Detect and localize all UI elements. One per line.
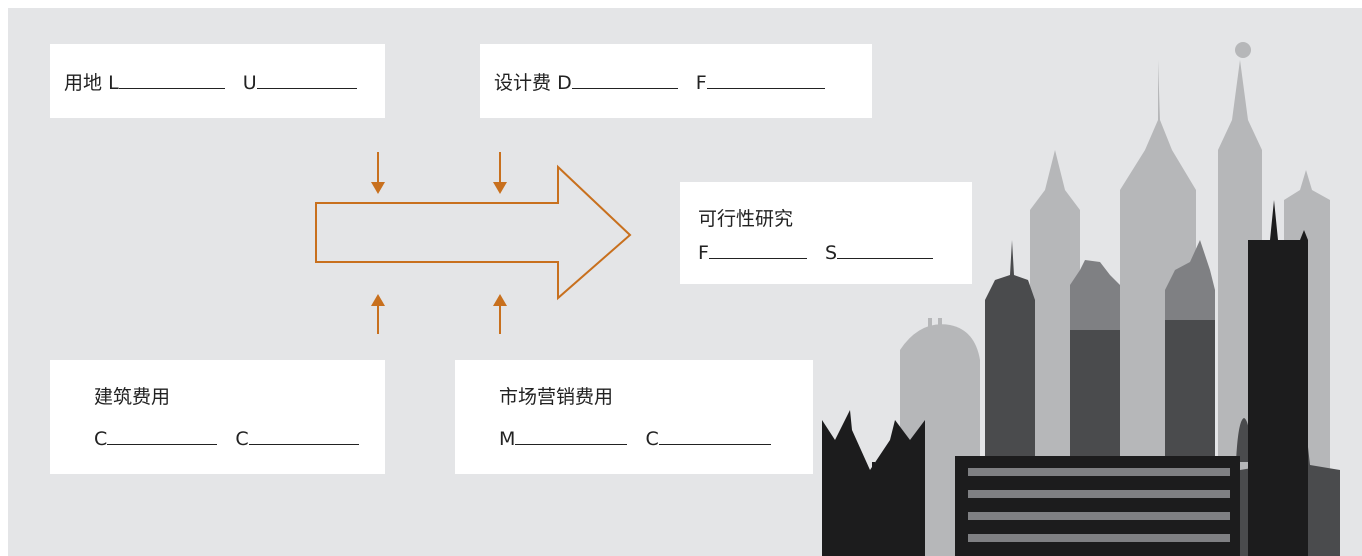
construction-title: 建筑费用: [94, 386, 171, 408]
marketing-blank-2[interactable]: [658, 426, 771, 445]
land-label-1: L: [108, 72, 119, 94]
feasibility-title: 可行性研究: [698, 208, 794, 230]
design-label-1: D: [557, 72, 572, 94]
marketing-title: 市场营销费用: [499, 386, 614, 408]
land-blank-2[interactable]: [256, 70, 357, 89]
marketing-label-1: M: [499, 428, 516, 450]
construction-label-2: C: [235, 428, 249, 450]
land-blank-1[interactable]: [118, 70, 225, 89]
land-card: 用地 L U: [50, 44, 385, 118]
down-arrow-icon: [371, 152, 507, 194]
construction-card: 建筑费用 C C: [50, 360, 385, 474]
feasibility-label-1: F: [698, 242, 709, 264]
construction-label-1: C: [94, 428, 108, 450]
feasibility-blank-1[interactable]: [708, 240, 807, 259]
feasibility-blank-2[interactable]: [837, 240, 934, 259]
design-label-2: F: [695, 72, 707, 94]
marketing-blank-1[interactable]: [515, 426, 628, 445]
construction-blank-1[interactable]: [107, 426, 218, 445]
marketing-card: 市场营销费用 M C: [455, 360, 813, 474]
up-arrow-icon: [371, 294, 507, 334]
marketing-label-2: C: [645, 428, 659, 450]
feasibility-card: 可行性研究 F S: [680, 182, 972, 284]
design-blank-1[interactable]: [571, 70, 678, 89]
design-blank-2[interactable]: [706, 70, 825, 89]
feasibility-label-2: S: [825, 242, 838, 264]
big-arrow-outline-icon: [315, 164, 632, 301]
design-title: 设计费: [494, 72, 552, 94]
parking-structure: [968, 468, 1230, 542]
design-card: 设计费 D F: [480, 44, 872, 118]
land-label-2: U: [242, 72, 257, 94]
land-title: 用地: [64, 72, 103, 94]
construction-blank-2[interactable]: [248, 426, 359, 445]
